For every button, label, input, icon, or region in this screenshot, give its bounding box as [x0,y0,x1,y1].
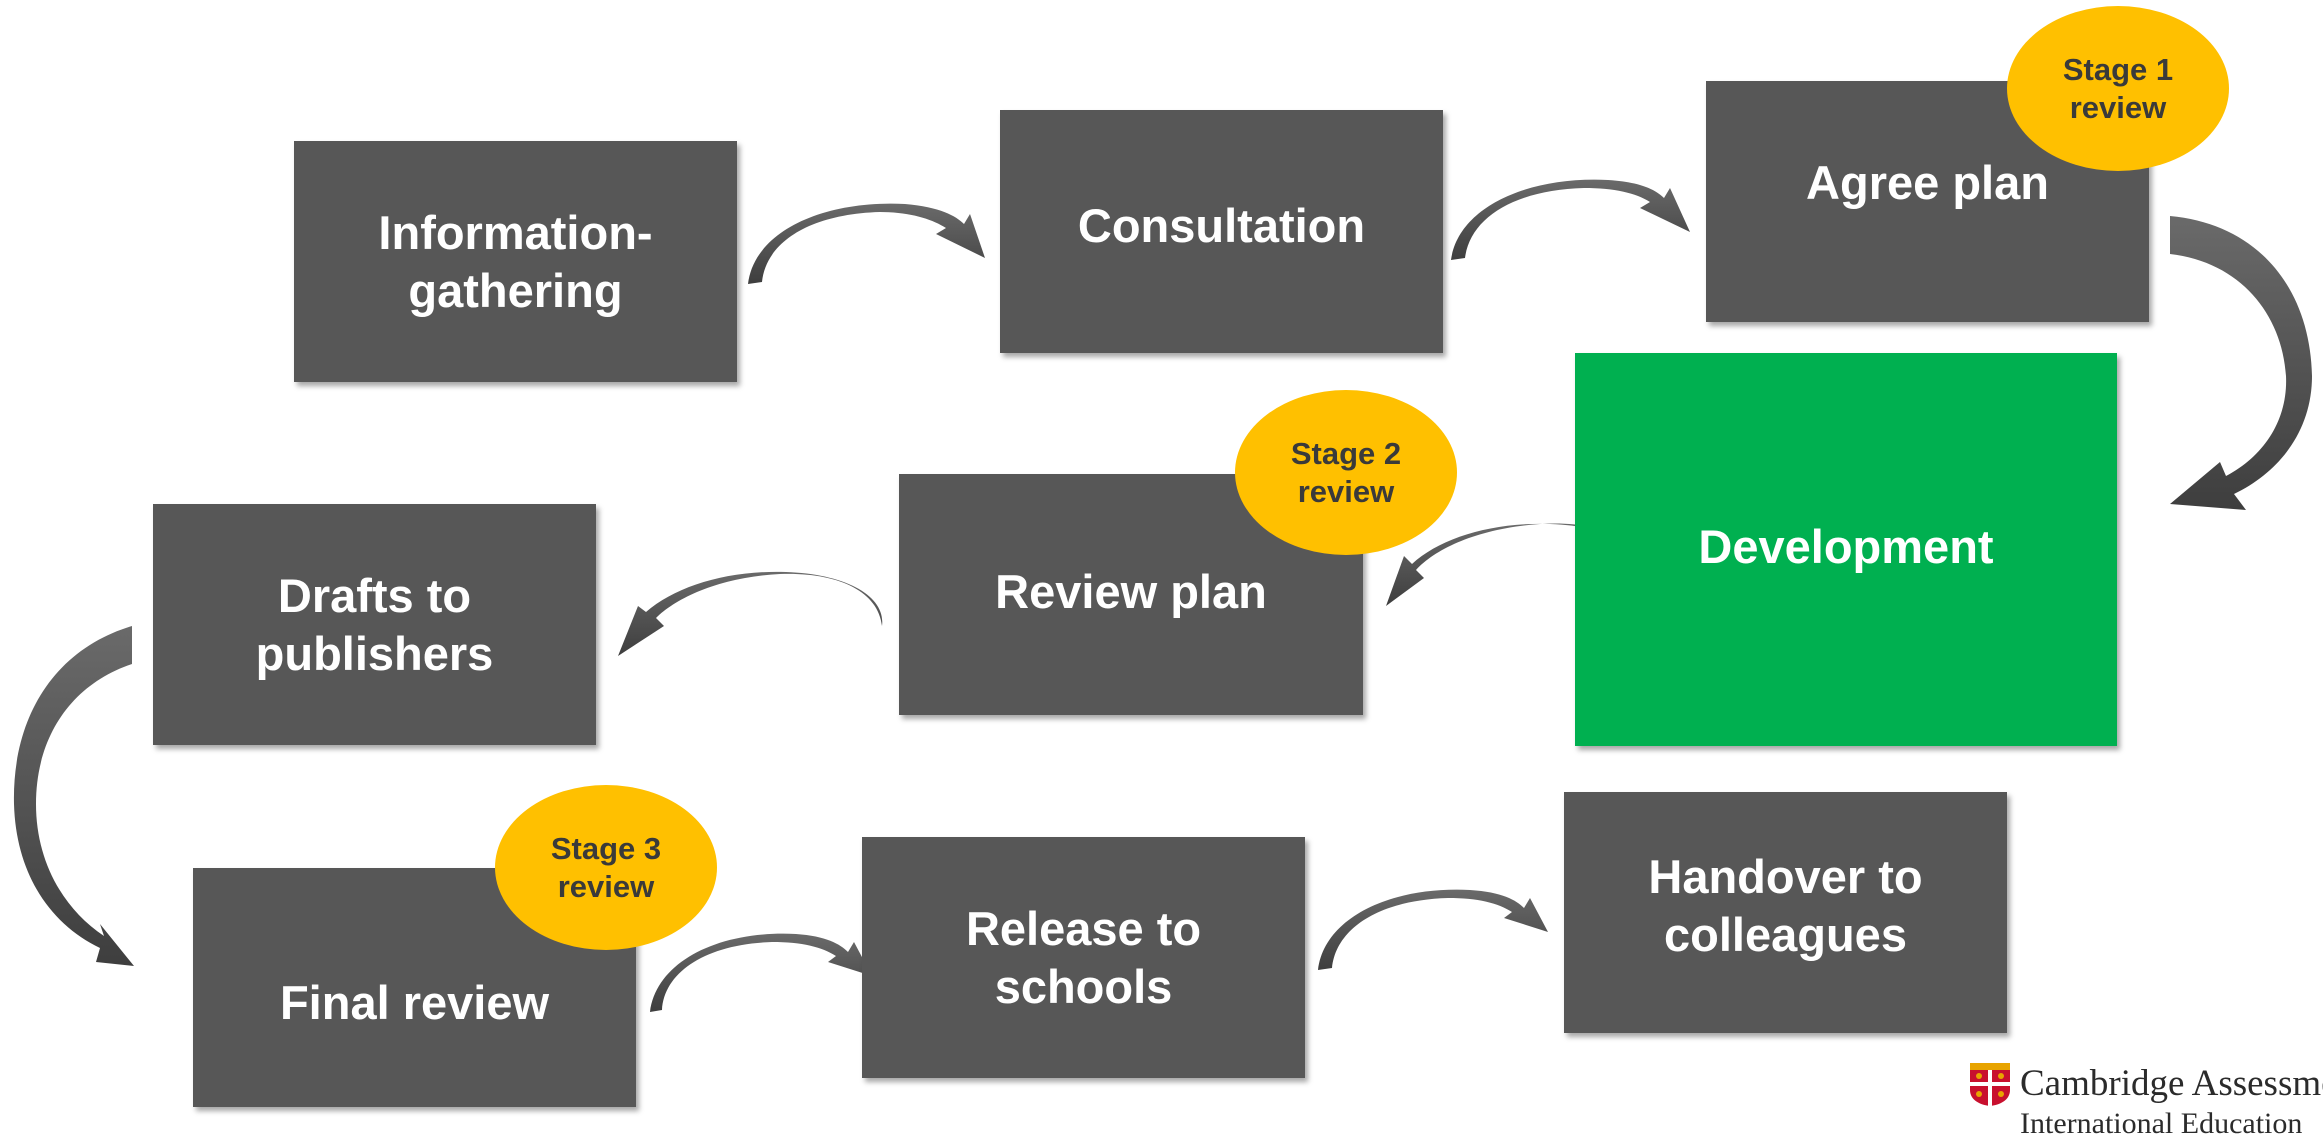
step-release-to-schools: Release to schools [862,837,1305,1078]
badge-label: Stage 3 review [550,830,662,904]
cambridge-assessment-logo: Cambridge Assessment International Educa… [1968,1062,2323,1142]
arrow-consultation-to-agree-plan [1451,179,1690,260]
crest-icon [1970,1063,2010,1106]
stage-2-review-badge: Stage 2 review [1235,390,1457,555]
logo-line-2: International Education [2020,1107,2303,1141]
badge-label: Stage 2 review [1290,435,1402,509]
arrow-info-to-consultation [748,203,985,284]
step-development: Development [1575,353,2117,746]
step-label: Drafts to publishers [255,569,494,680]
logo-line-1: Cambridge Assessment [2020,1063,2323,1104]
arrow-final-review-to-release [650,933,872,1012]
step-label: Release to schools [965,902,1202,1013]
arrow-release-to-handover [1318,889,1548,970]
step-information-gathering: Information- gathering [294,141,737,382]
step-handover-to-colleagues: Handover to colleagues [1564,792,2007,1033]
step-consultation: Consultation [1000,110,1443,353]
step-label: Agree plan [1806,155,2049,209]
arrow-agree-plan-to-development [2170,216,2312,510]
step-label: Information- gathering [378,206,653,317]
step-label: Consultation [1077,198,1366,252]
arrow-review-plan-to-drafts [618,571,883,656]
flow-arrows [13,179,2312,1012]
step-drafts-to-publishers: Drafts to publishers [153,504,596,745]
logo-text: Cambridge Assessment International Educa… [2020,1062,2323,1142]
stage-3-review-badge: Stage 3 review [495,785,717,950]
step-label: Review plan [995,564,1267,618]
arrow-drafts-to-final-review [13,626,134,966]
step-label: Final review [279,975,550,1029]
stage-1-review-badge: Stage 1 review [2007,6,2229,171]
arrow-development-to-review-plan [1386,523,1648,606]
step-label: Handover to colleagues [1648,850,1923,961]
badge-label: Stage 1 review [2062,51,2174,125]
step-label: Development [1698,519,1994,573]
